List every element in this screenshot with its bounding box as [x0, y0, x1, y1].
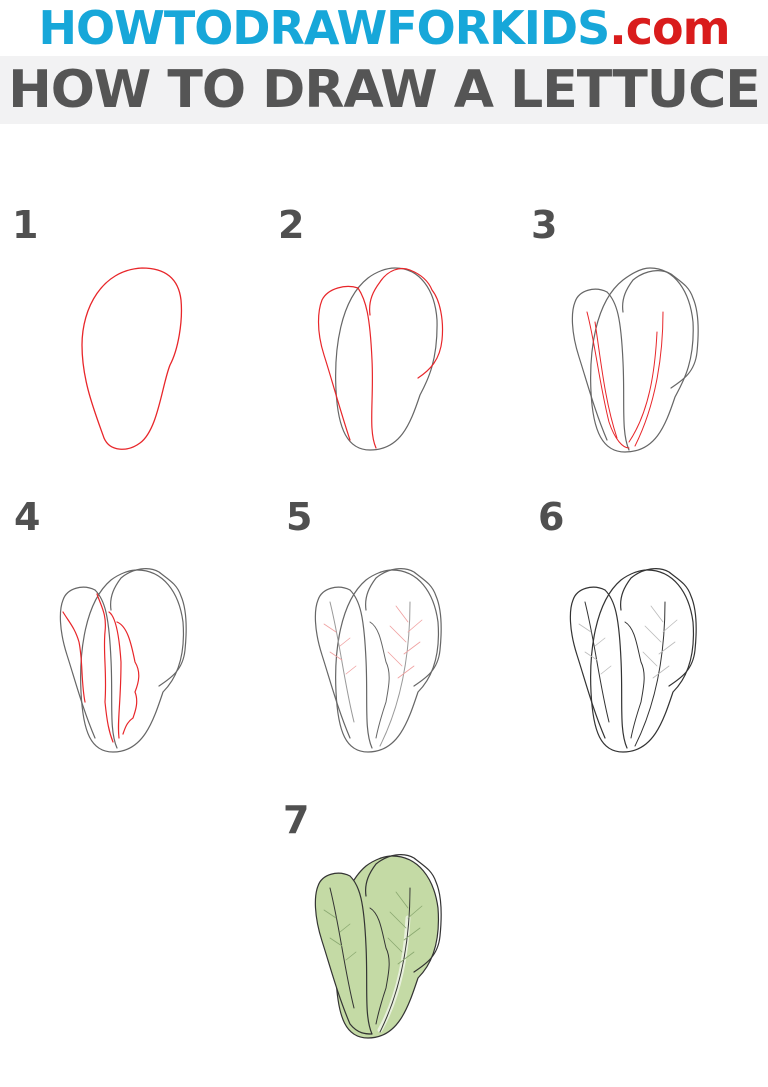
site-tld: .com	[609, 1, 730, 55]
step-7-drawing	[314, 854, 442, 1039]
step-5-drawing	[314, 568, 442, 753]
step-3-drawing	[571, 267, 699, 453]
step-2-drawing	[317, 267, 444, 451]
step-number-6: 6	[538, 495, 565, 539]
step-4-drawing	[59, 568, 187, 753]
step-number-1: 1	[12, 203, 39, 247]
site-logo[interactable]: HOWTODRAWFORKIDS.com	[0, 0, 768, 56]
step-number-5: 5	[286, 495, 313, 539]
step-number-2: 2	[278, 203, 305, 247]
step-number-7: 7	[283, 798, 310, 842]
step-1-drawing	[81, 267, 183, 450]
title-banner: HOW TO DRAW A LETTUCE	[0, 56, 768, 124]
page-title: HOW TO DRAW A LETTUCE	[8, 60, 761, 120]
step-number-4: 4	[14, 495, 41, 539]
step-number-3: 3	[531, 203, 558, 247]
step-6-drawing	[569, 568, 697, 753]
site-name: HOWTODRAWFORKIDS	[38, 1, 610, 55]
